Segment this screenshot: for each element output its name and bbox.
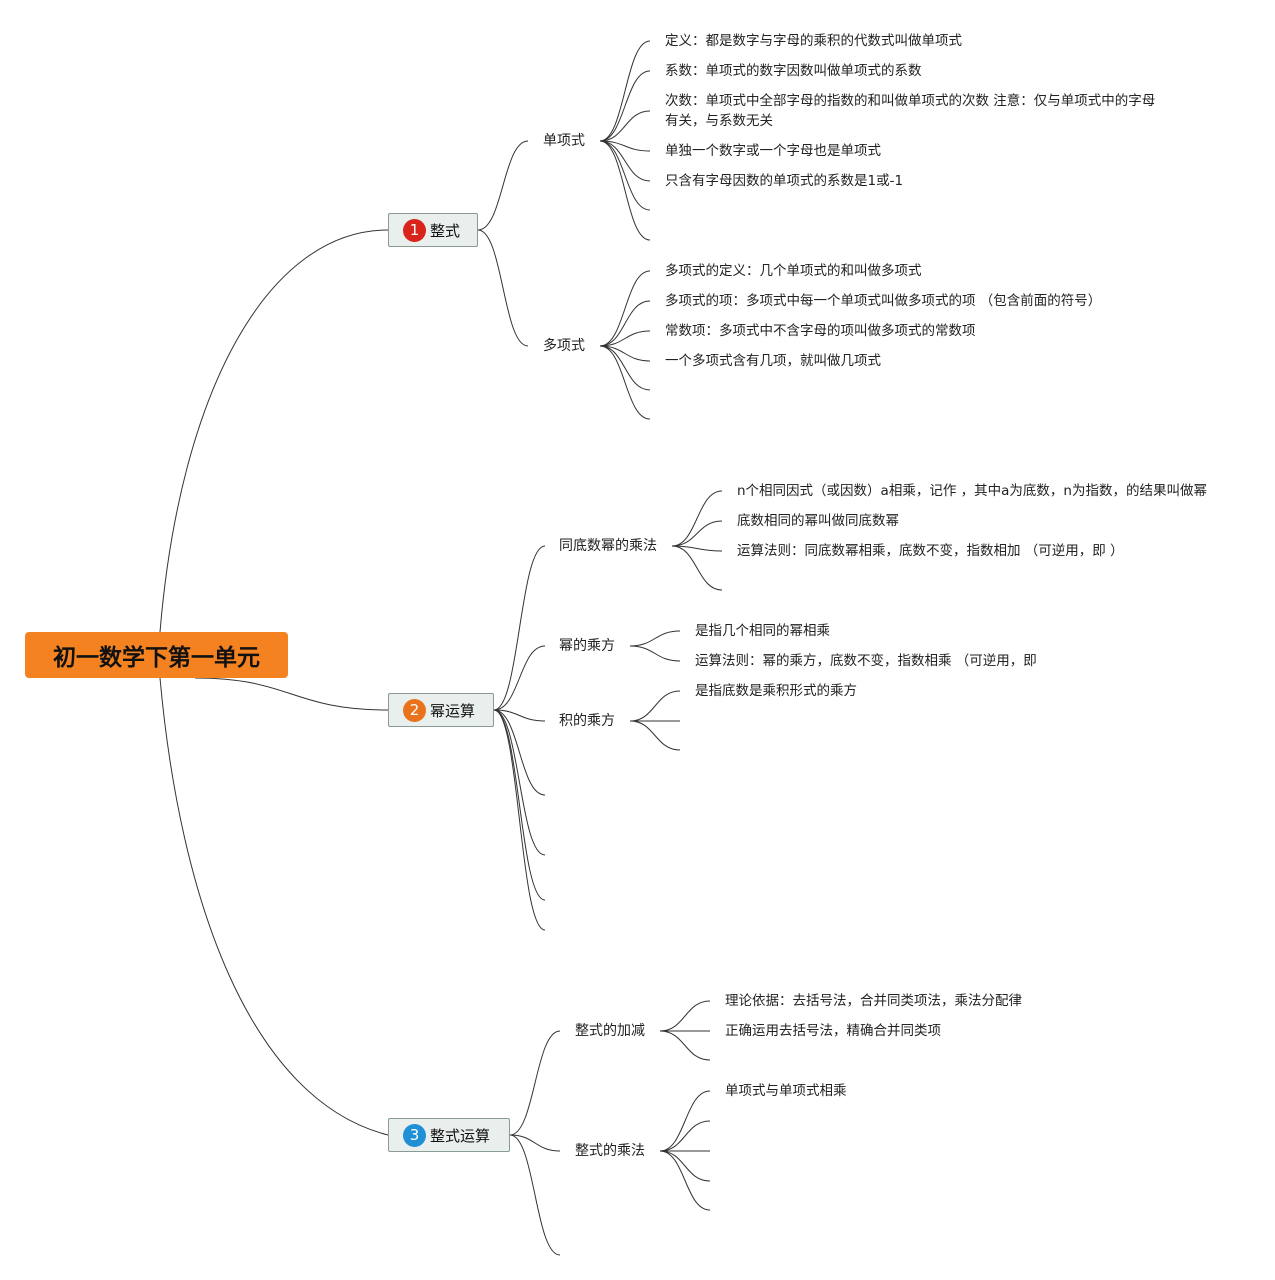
leaf-link <box>659 1150 711 1182</box>
subtopic-midechengfang[interactable]: 幂的乘方 <box>559 638 615 654</box>
leaf-mi-chengfang-def[interactable]: 是指几个相同的幂相乘 <box>695 623 830 639</box>
branch2-empty-link <box>493 709 546 901</box>
leaf-changshuxiang[interactable]: 常数项：多项式中不含字母的项叫做多项式的常数项 <box>665 323 976 339</box>
leaf-zhengque[interactable]: 正确运用去括号法，精确合并同类项 <box>725 1023 941 1039</box>
leaf-link <box>599 330 651 347</box>
number-2-icon: 2 <box>403 698 426 722</box>
leaf-link <box>629 630 681 647</box>
leaf-link <box>629 690 681 722</box>
root-link-3 <box>159 677 389 1136</box>
leaf-link <box>671 520 723 547</box>
leaf-link <box>659 1150 711 1211</box>
leaf-link <box>599 140 651 182</box>
number-1-icon: 1 <box>403 218 426 242</box>
subtopic-tongdishumi[interactable]: 同底数幂的乘法 <box>559 538 657 554</box>
branch3-sub-link <box>509 1030 561 1136</box>
branch1-sub-link <box>477 229 529 347</box>
leaf-link <box>671 545 723 591</box>
leaf-cishu[interactable]: 次数：单项式中全部字母的指数的和叫做单项式的次数 注意：仅与单项式中的字母有关，… <box>665 93 1156 129</box>
leaf-dingyi[interactable]: 定义：都是数字与字母的乘积的代数式叫做单项式 <box>665 33 962 49</box>
subtopic-jiajian[interactable]: 整式的加减 <box>575 1023 645 1039</box>
leaf-tongdi-faze[interactable]: 运算法则：同底数幂相乘，底数不变，指数相加 （可逆用，即 ） <box>737 543 1124 559</box>
branch3-sub-link <box>509 1134 561 1152</box>
leaf-link <box>599 140 651 241</box>
branch-label: 整式 <box>430 221 461 240</box>
leaf-link <box>599 270 651 347</box>
leaf-xishu[interactable]: 系数：单项式的数字因数叫做单项式的系数 <box>665 63 922 79</box>
leaf-link <box>599 70 651 142</box>
branch2-sub-link <box>493 645 546 711</box>
leaf-link <box>659 1000 711 1032</box>
branch2-empty-link <box>493 709 546 796</box>
root-topic-label: 初一数学下第一单元 <box>53 645 260 671</box>
leaf-link <box>599 345 651 391</box>
branch2-sub-link <box>493 545 546 711</box>
leaf-link <box>629 645 681 662</box>
branch-miyunsuan[interactable]: 2 幂运算 <box>388 693 494 727</box>
leaf-duoxiangshi-dingyi[interactable]: 多项式的定义：几个单项式的和叫做多项式 <box>665 263 922 279</box>
subtopic-duoxiangshi[interactable]: 多项式 <box>543 338 585 354</box>
leaf-link <box>671 545 723 552</box>
branch2-sub-link <box>493 709 546 722</box>
root-link-2 <box>194 677 389 711</box>
leaf-ji-chengfang-def[interactable]: 是指底数是乘积形式的乘方 <box>695 683 857 699</box>
leaf-link <box>599 110 651 142</box>
subtopic-danxiangshi[interactable]: 单项式 <box>543 133 585 149</box>
leaf-link <box>629 720 681 751</box>
subtopic-chengfa[interactable]: 整式的乘法 <box>575 1143 645 1159</box>
leaf-link <box>659 1090 711 1152</box>
leaf-mi-dingyi[interactable]: n个相同因式（或因数）a相乘，记作 ，其中a为底数，n为指数，的结果叫做幂 <box>737 483 1207 499</box>
branch2-empty-link <box>493 709 546 856</box>
branch1-sub-link <box>477 140 529 231</box>
leaf-link <box>599 300 651 347</box>
subtopic-jidechengfang[interactable]: 积的乘方 <box>559 713 615 729</box>
branch2-empty-link <box>493 709 546 931</box>
leaf-duoxiangshi-xiang[interactable]: 多项式的项：多项式中每一个单项式叫做多项式的项 （包含前面的符号） <box>665 293 1102 309</box>
leaf-link <box>599 140 651 211</box>
leaf-link <box>599 345 651 362</box>
leaf-dandu[interactable]: 单独一个数字或一个字母也是单项式 <box>665 143 881 159</box>
leaf-link <box>599 40 651 142</box>
root-link-1 <box>159 229 389 633</box>
number-3-icon: 3 <box>403 1123 426 1147</box>
leaf-lilunyiju[interactable]: 理论依据：去括号法，合并同类项法，乘法分配律 <box>725 993 1022 1009</box>
leaf-tongdishumi[interactable]: 底数相同的幂叫做同底数幂 <box>737 513 899 529</box>
leaf-link <box>659 1120 711 1152</box>
branch-zhengshi[interactable]: 1 整式 <box>388 213 478 247</box>
branch3-empty-link <box>509 1134 561 1256</box>
branch-label: 幂运算 <box>430 701 476 720</box>
branch-zhengshiyunsuan[interactable]: 3 整式运算 <box>388 1118 510 1152</box>
leaf-danxiang-xiangcheng[interactable]: 单项式与单项式相乘 <box>725 1083 847 1099</box>
leaf-link <box>671 490 723 547</box>
leaf-link <box>659 1030 711 1061</box>
leaf-mi-chengfang-faze[interactable]: 运算法则：幂的乘方，底数不变，指数相乘 （可逆用，即 <box>695 653 1037 669</box>
leaf-zhihan[interactable]: 只含有字母因数的单项式的系数是1或-1 <box>665 173 904 189</box>
leaf-jixiangshi[interactable]: 一个多项式含有几项，就叫做几项式 <box>665 353 881 369</box>
root-topic[interactable]: 初一数学下第一单元 <box>25 632 288 678</box>
leaf-link <box>599 345 651 420</box>
branch-label: 整式运算 <box>430 1126 491 1145</box>
